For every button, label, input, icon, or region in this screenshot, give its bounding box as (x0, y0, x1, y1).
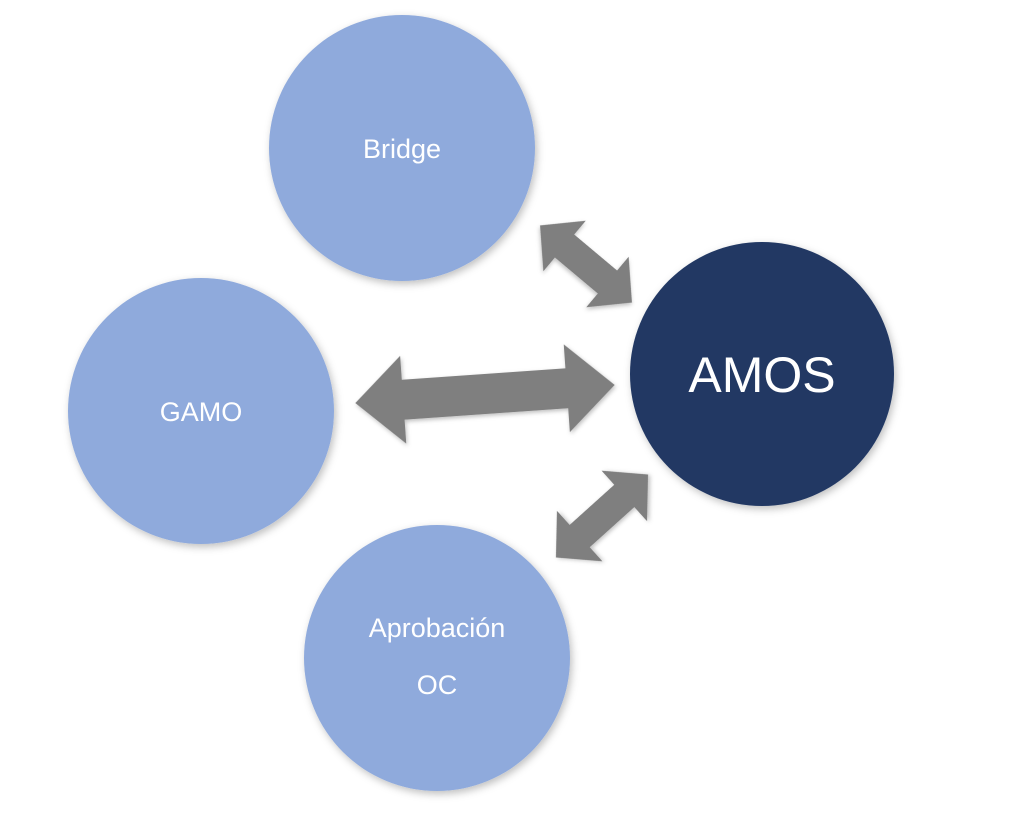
node-bridge-label: Bridge (363, 134, 441, 164)
arrow-aprobacion-amos (555, 470, 649, 562)
node-aprobacion-oc: Aprobación OC (304, 525, 570, 791)
node-amos-label: AMOS (688, 347, 835, 403)
arrow-gamo-amos (355, 344, 615, 444)
node-gamo-label: GAMO (160, 397, 243, 427)
arrow-bridge-amos (540, 220, 632, 308)
node-gamo: GAMO (68, 278, 334, 544)
node-aprobacion-oc-label-line2: OC (417, 670, 458, 700)
node-aprobacion-oc-label-line1: Aprobación (369, 613, 506, 643)
node-bridge: Bridge (269, 15, 535, 281)
node-amos: AMOS (630, 242, 894, 506)
